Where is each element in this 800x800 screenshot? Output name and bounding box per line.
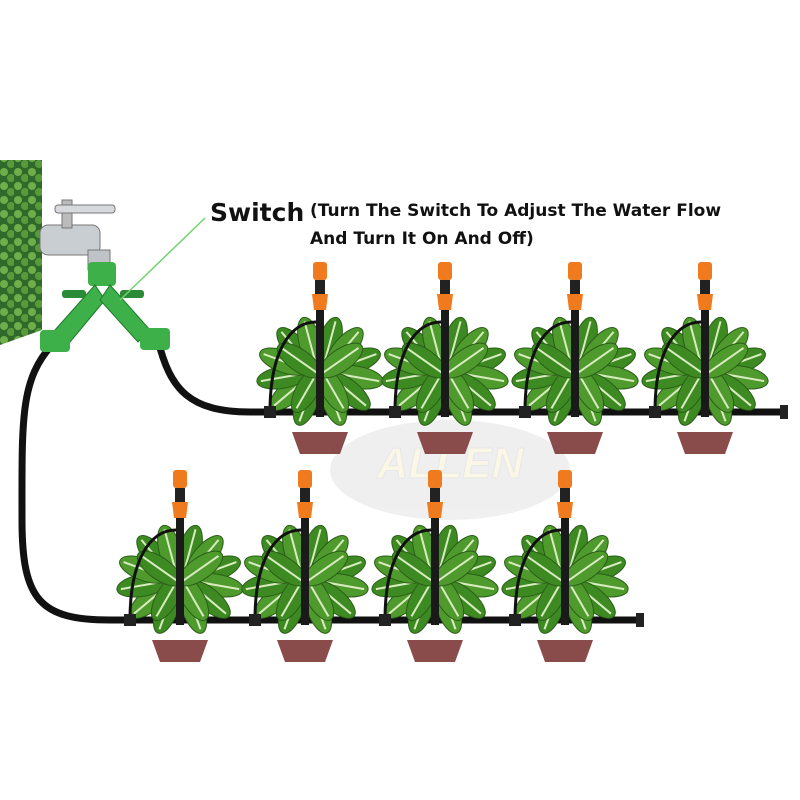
water-tap [39, 199, 116, 271]
tee-connector [519, 406, 531, 418]
tee-connector [249, 614, 261, 626]
nozzle [428, 470, 442, 488]
switch-description-line2: And Turn It On And Off) [310, 229, 534, 249]
sprinkler-stake [567, 262, 583, 417]
switch-label: Switch [210, 198, 305, 227]
nozzle [313, 262, 327, 280]
nozzle [438, 262, 452, 280]
nozzle [558, 470, 572, 488]
sprinkler-stake [697, 262, 713, 417]
micro-tube [128, 528, 177, 621]
tee-connector [649, 406, 661, 418]
flower-pot [547, 432, 603, 454]
plant-top-3 [511, 262, 639, 454]
plant-bottom-4 [501, 470, 629, 662]
nozzle [568, 262, 582, 280]
watermark: ALLEN [330, 420, 570, 520]
plant-top-4 [641, 262, 769, 454]
sprinkler-stake [172, 470, 188, 625]
end-cap [780, 405, 788, 419]
leaf [302, 550, 349, 587]
switch-description-line1: (Turn The Switch To Adjust The Water Flo… [310, 201, 722, 221]
micro-tube [513, 528, 562, 621]
svg-text:ALLEN: ALLEN [376, 439, 525, 488]
plant-bottom-2 [241, 470, 369, 662]
nozzle [698, 262, 712, 280]
micro-tube [393, 320, 442, 413]
flower-pot [417, 432, 473, 454]
sprinkler-stake [297, 470, 313, 625]
leaf [136, 550, 183, 587]
plant-bottom-3 [371, 470, 499, 662]
end-cap [636, 613, 644, 627]
micro-tube [383, 528, 432, 621]
micro-tube [253, 528, 302, 621]
tee-connector [509, 614, 521, 626]
sprinkler-stake [312, 262, 328, 417]
pointer-line [119, 217, 206, 301]
tee-connector [264, 406, 276, 418]
micro-tube [653, 320, 702, 413]
flower-pot [407, 640, 463, 662]
tee-connector [379, 614, 391, 626]
flower-pot [537, 640, 593, 662]
hose-top [154, 339, 785, 416]
flower-pot [152, 640, 208, 662]
hose-bottom [18, 342, 640, 624]
flower-pot [292, 432, 348, 454]
plant-top-1 [256, 262, 384, 454]
flower-pot [677, 432, 733, 454]
nozzle [173, 470, 187, 488]
plant-top-2 [381, 262, 509, 454]
tee-connector [124, 614, 136, 626]
sprinkler-stake [437, 262, 453, 417]
tee-connector [389, 406, 401, 418]
ivy-wall [0, 160, 42, 345]
micro-tube [523, 320, 572, 413]
sprinkler-stake [557, 470, 573, 625]
flower-pot [277, 640, 333, 662]
micro-tube [268, 320, 317, 413]
plant-bottom-1 [116, 470, 244, 662]
nozzle [298, 470, 312, 488]
sprinkler-stake [427, 470, 443, 625]
y-splitter-valve [40, 262, 170, 352]
